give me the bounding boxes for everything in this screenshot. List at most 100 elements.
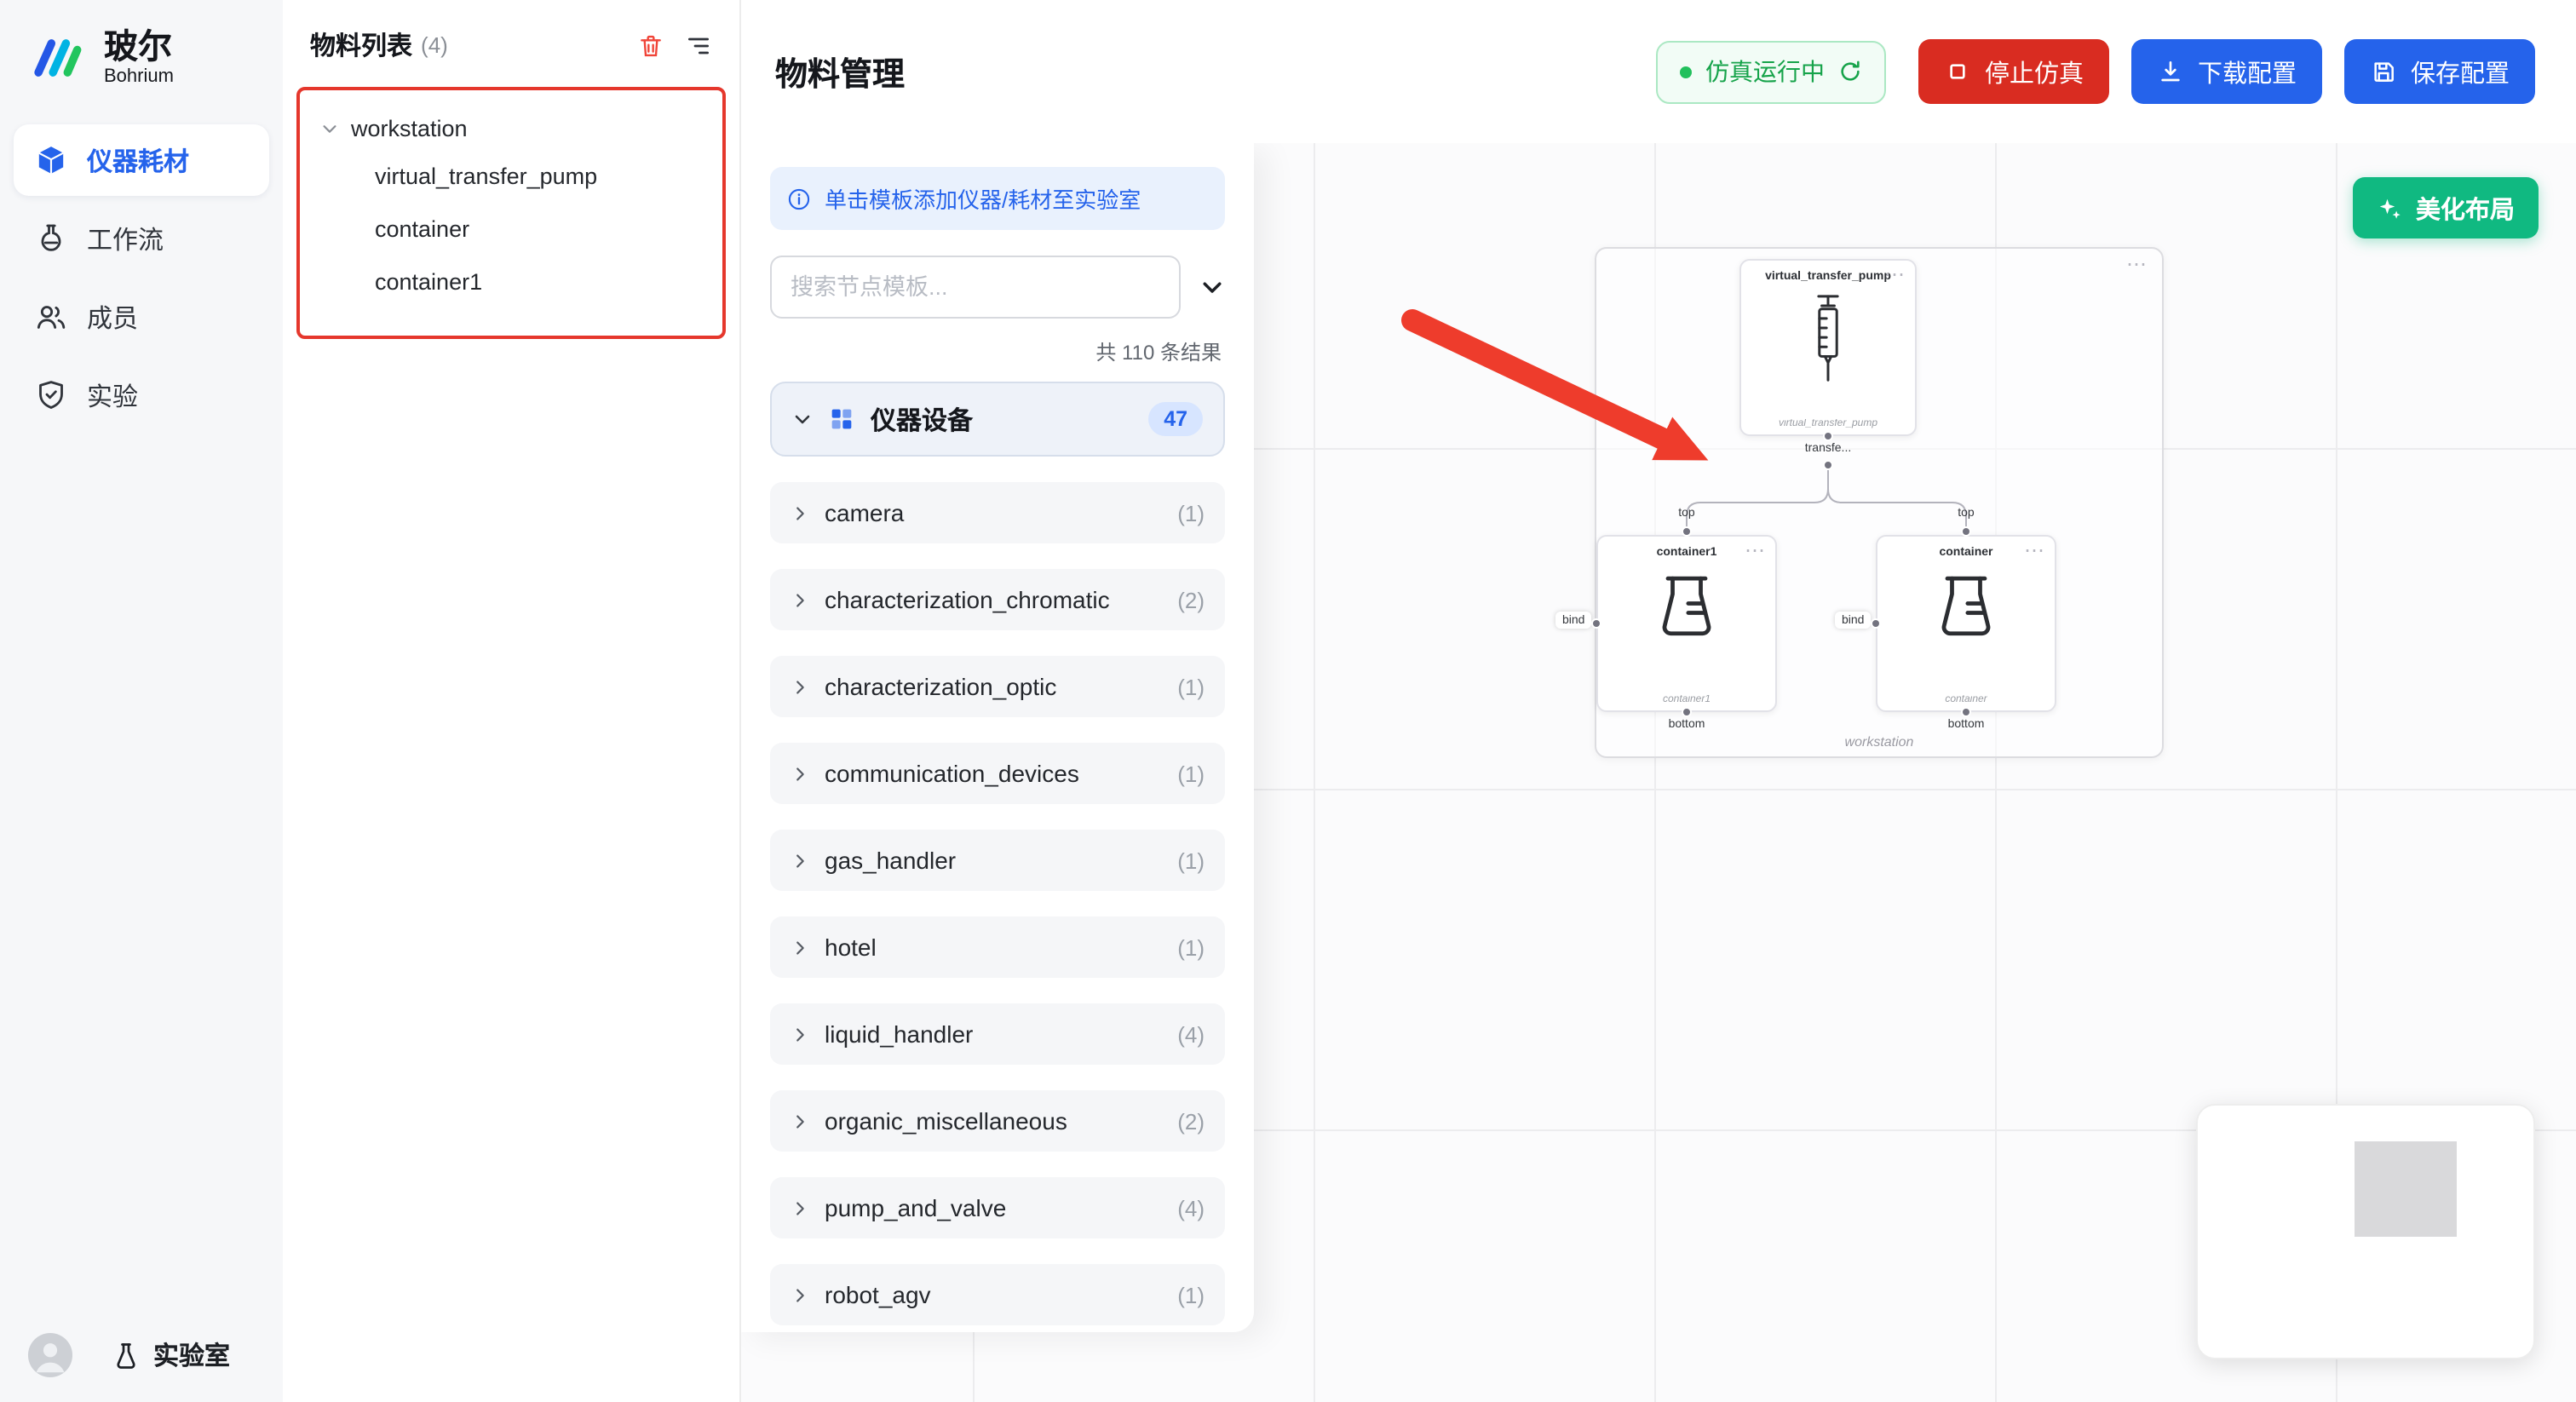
status-dot	[1680, 66, 1692, 78]
trash-icon	[641, 34, 661, 56]
beaker-icon	[1598, 566, 1775, 651]
members-icon	[37, 306, 66, 329]
sidebar-item-label: 实验	[87, 382, 139, 411]
tree-node-container[interactable]: container	[375, 216, 470, 242]
node-container[interactable]: container ⋯ container	[1876, 535, 2056, 712]
brand-logo: 玻尔 Bohrium	[0, 0, 283, 111]
brand-name-en: Bohrium	[104, 66, 174, 87]
sidebar-item-label: 仪器耗材	[87, 147, 190, 176]
save-config-button[interactable]: 保存配置	[2344, 39, 2535, 104]
template-item-communication-devices[interactable]: communication_devices (1)	[770, 743, 1225, 804]
pump-port-label: transfe...	[1804, 443, 1852, 455]
chevron-right-icon	[796, 767, 804, 780]
port-dot[interactable]	[1823, 460, 1833, 470]
template-search-row	[770, 256, 1225, 319]
node-container1[interactable]: container1 ⋯ container1	[1596, 535, 1777, 712]
avatar[interactable]	[27, 1332, 73, 1378]
template-item-hotel[interactable]: hotel (1)	[770, 916, 1225, 978]
port-dot[interactable]	[1682, 526, 1692, 537]
template-item-camera[interactable]: camera (1)	[770, 482, 1225, 543]
sidebar-item-label: 工作流	[87, 226, 164, 255]
beautify-button-label: 美化布局	[2416, 197, 2515, 224]
category-count-badge: 47	[1148, 402, 1203, 436]
port-dot[interactable]	[1871, 618, 1881, 629]
lab-link-label: 实验室	[153, 1342, 231, 1371]
bohrium-logo-icon	[34, 39, 82, 77]
category-label: 仪器设备	[871, 406, 974, 435]
port-dot[interactable]	[1961, 526, 1971, 537]
chevron-right-icon	[796, 593, 804, 606]
template-item-organic-miscellaneous[interactable]: organic_miscellaneous (2)	[770, 1090, 1225, 1152]
list-tree-icon	[688, 37, 709, 54]
materials-tree-highlight: workstation virtual_transfer_pump contai…	[296, 87, 726, 339]
template-item-robot-agv[interactable]: robot_agv (1)	[770, 1264, 1225, 1325]
tree-view-button[interactable]	[681, 28, 716, 62]
container1-top-port-label: top	[1678, 508, 1695, 520]
sidebar-item-label: 成员	[87, 304, 139, 333]
download-button-label: 下载配置	[2198, 60, 2297, 88]
minimap[interactable]	[2196, 1104, 2535, 1359]
node-more-icon[interactable]: ⋯	[2024, 538, 2046, 562]
cube-icon	[38, 147, 64, 174]
stop-button-label: 停止仿真	[1985, 60, 2084, 88]
beautify-layout-button[interactable]: 美化布局	[2353, 177, 2539, 238]
search-input[interactable]	[770, 256, 1181, 319]
syringe-icon	[1741, 290, 1915, 388]
chevron-right-icon	[796, 940, 804, 954]
port-dot[interactable]	[1823, 431, 1833, 441]
chevron-down-icon	[323, 125, 336, 133]
sidebar-menu: 仪器耗材 工作流 成员 实验	[0, 111, 283, 445]
template-hint-text: 单击模板添加仪器/耗材至实验室	[825, 187, 1141, 213]
shield-icon	[39, 381, 63, 409]
template-item-characterization-optic[interactable]: characterization_optic (1)	[770, 656, 1225, 717]
simulation-status-badge[interactable]: 仿真运行中	[1656, 40, 1886, 103]
port-dot[interactable]	[1591, 618, 1601, 629]
refresh-icon[interactable]	[1838, 60, 1862, 83]
workstation-group-node[interactable]: ⋯ virtual_transfer_pump ⋯	[1555, 247, 2164, 758]
tree-node-virtual-transfer-pump[interactable]: virtual_transfer_pump	[375, 164, 598, 189]
collapse-panel-chevron-icon[interactable]	[1199, 274, 1225, 300]
stop-simulation-button[interactable]: 停止仿真	[1918, 39, 2109, 104]
template-item-characterization-chromatic[interactable]: characterization_chromatic (2)	[770, 569, 1225, 630]
node-more-icon[interactable]: ⋯	[1745, 538, 1767, 562]
sidebar-item-experiments[interactable]: 实验	[14, 359, 269, 431]
node-more-icon[interactable]: ⋯	[1884, 262, 1906, 286]
group-more-icon[interactable]: ⋯	[2126, 252, 2148, 276]
port-dot[interactable]	[1961, 707, 1971, 717]
materials-title: 物料列表	[310, 32, 413, 61]
tree-node-container1[interactable]: container1	[375, 269, 483, 295]
template-item-pump-and-valve[interactable]: pump_and_valve (4)	[770, 1177, 1225, 1238]
lab-link[interactable]: 实验室	[111, 1337, 230, 1373]
download-icon	[2161, 61, 2180, 82]
sidebar-item-instruments[interactable]: 仪器耗材	[14, 124, 269, 196]
port-dot[interactable]	[1682, 707, 1692, 717]
materials-panel: 物料列表 (4) workstation virtual_trans	[283, 0, 741, 1402]
chevron-right-icon	[796, 853, 804, 867]
template-item-liquid-handler[interactable]: liquid_handler (4)	[770, 1003, 1225, 1065]
container1-bind-label: bind	[1555, 612, 1592, 629]
sidebar-bottom: 实验室	[0, 1332, 283, 1378]
minimap-viewport[interactable]	[2355, 1141, 2457, 1237]
sidebar-item-members[interactable]: 成员	[14, 281, 269, 353]
stop-icon	[1950, 64, 1965, 79]
save-icon	[2374, 62, 2394, 82]
tree-node-workstation[interactable]: workstation	[300, 107, 722, 150]
flask-icon	[41, 224, 61, 251]
beaker-icon	[1877, 566, 2055, 651]
category-instruments[interactable]: 仪器设备 47	[770, 382, 1225, 457]
status-label: 仿真运行中	[1705, 58, 1825, 85]
node-virtual-transfer-pump[interactable]: virtual_transfer_pump ⋯ virtual_transfer…	[1739, 259, 1917, 436]
template-item-gas-handler[interactable]: gas_handler (1)	[770, 830, 1225, 891]
chevron-right-icon	[796, 680, 804, 693]
sidebar-item-workflow[interactable]: 工作流	[14, 203, 269, 274]
download-config-button[interactable]: 下载配置	[2131, 39, 2322, 104]
chevron-right-icon	[796, 1027, 804, 1041]
workflow-canvas[interactable]: 单击模板添加仪器/耗材至实验室 共 110 条结果	[741, 143, 2576, 1402]
chevron-right-icon	[796, 1288, 804, 1301]
grid-icon	[831, 409, 852, 429]
container-bind-label: bind	[1835, 612, 1872, 629]
save-button-label: 保存配置	[2411, 60, 2510, 88]
chevron-right-icon	[796, 1201, 804, 1215]
delete-materials-button[interactable]	[634, 28, 668, 62]
